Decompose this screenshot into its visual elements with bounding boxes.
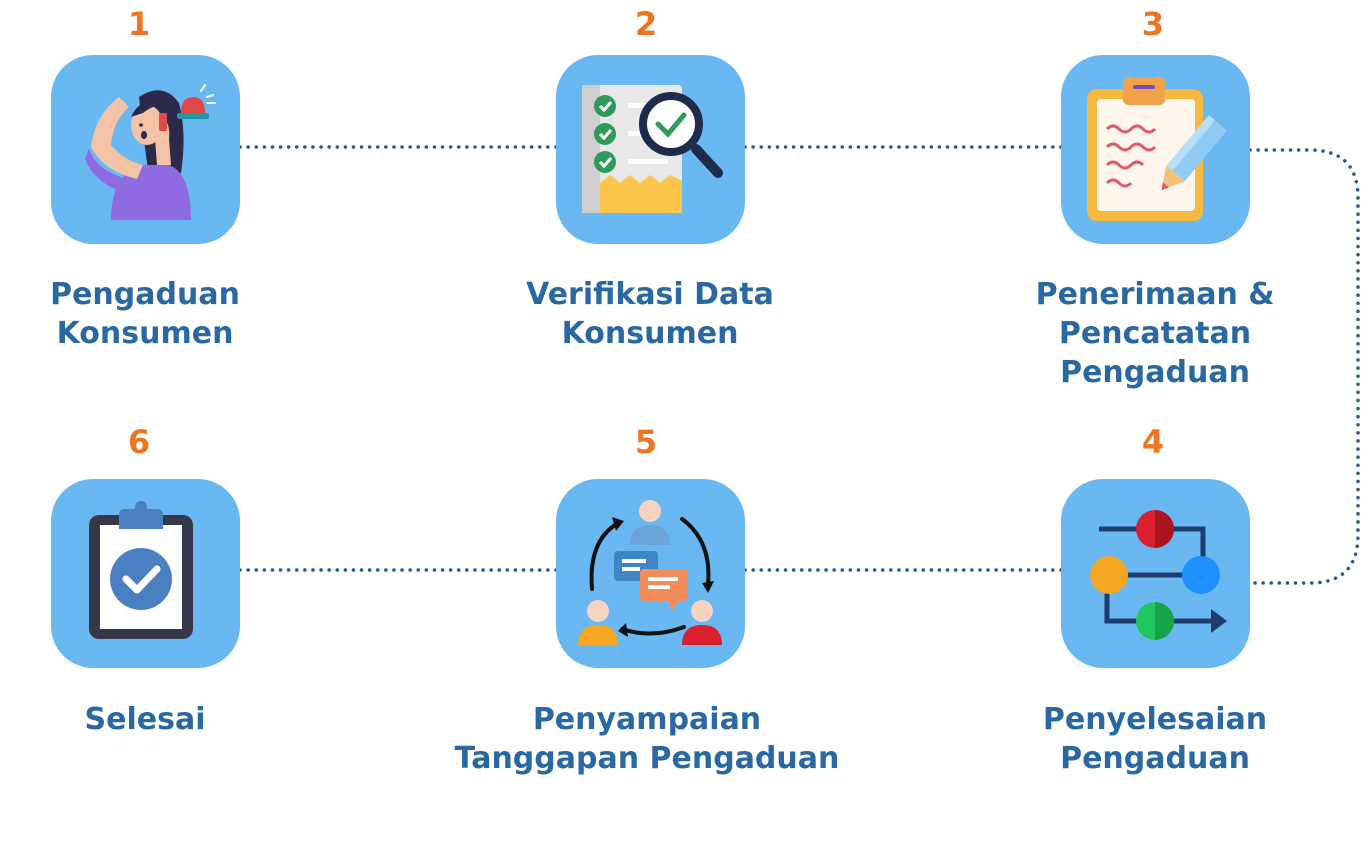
clipboard-pencil-icon: [1087, 77, 1228, 221]
step-label: Selesai: [84, 702, 206, 737]
worried-woman-phone-icon: [85, 84, 216, 220]
people-communication-icon: [578, 500, 722, 645]
step-number: 5: [634, 423, 658, 461]
step-label: Penyampaian Tanggapan Pengaduan: [454, 702, 840, 776]
step-tile: [51, 479, 240, 668]
step-number: 2: [634, 5, 658, 43]
step-label: Verifikasi Data Konsumen: [526, 277, 774, 351]
step-number: 6: [127, 423, 151, 461]
process-flow-icon: [1090, 510, 1227, 640]
step-number: 3: [1141, 5, 1165, 43]
checklist-magnifier-icon: [582, 85, 723, 213]
step-tile: [1061, 479, 1250, 668]
step-number: 4: [1141, 423, 1165, 461]
clipboard-check-icon: [89, 501, 193, 639]
step-tile: [51, 55, 240, 244]
step-tile: [556, 479, 745, 668]
step-number: 1: [127, 5, 151, 43]
step-tile: [556, 55, 745, 244]
step-tile: [1061, 55, 1250, 244]
step-label: Penyelesaian Pengaduan: [1042, 702, 1268, 776]
step-label: Penerimaan & Pencatatan Pengaduan: [1035, 277, 1275, 390]
step-label: Pengaduan Konsumen: [50, 277, 240, 351]
